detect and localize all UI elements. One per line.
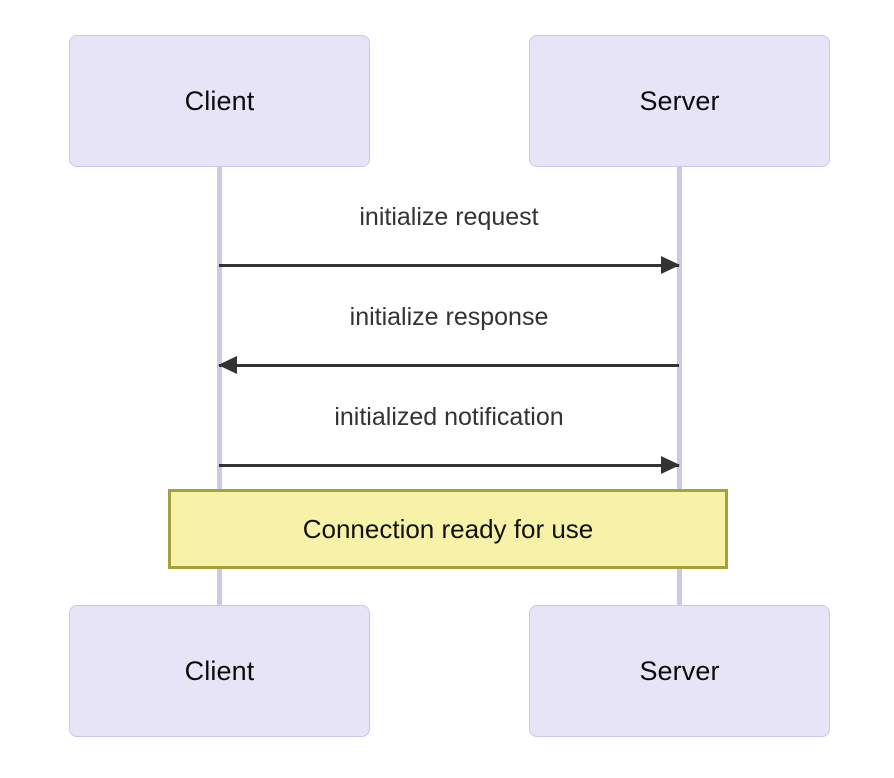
lifeline-client — [217, 167, 222, 605]
lifeline-server — [677, 167, 682, 605]
arrow-head-right-icon — [661, 456, 680, 474]
message-line-3 — [219, 456, 680, 474]
participant-label-client-top: Client — [184, 85, 255, 116]
note-label: Connection ready for use — [302, 514, 594, 544]
participant-box-server-top[interactable]: Server — [529, 35, 830, 167]
message-initialize-response[interactable]: initialize response — [218, 303, 679, 374]
participant-label-server-bottom: Server — [639, 655, 720, 686]
note-connection-ready[interactable]: Connection ready for use — [168, 489, 728, 569]
message-line-1 — [219, 256, 680, 274]
message-line-2 — [218, 356, 679, 374]
participant-box-server-bottom[interactable]: Server — [529, 605, 830, 737]
participant-label-client-bottom: Client — [184, 655, 255, 686]
message-initialize-request[interactable]: initialize request — [219, 203, 680, 274]
message-initialized-notification[interactable]: initialized notification — [219, 403, 680, 474]
arrow-head-left-icon — [218, 356, 237, 374]
message-label-3: initialized notification — [334, 403, 564, 431]
arrow-head-right-icon — [661, 256, 680, 274]
participant-box-client-top[interactable]: Client — [69, 35, 370, 167]
participant-box-client-bottom[interactable]: Client — [69, 605, 370, 737]
message-label-2: initialize response — [349, 303, 549, 331]
message-label-1: initialize request — [359, 203, 539, 231]
participant-label-server-top: Server — [639, 85, 720, 116]
